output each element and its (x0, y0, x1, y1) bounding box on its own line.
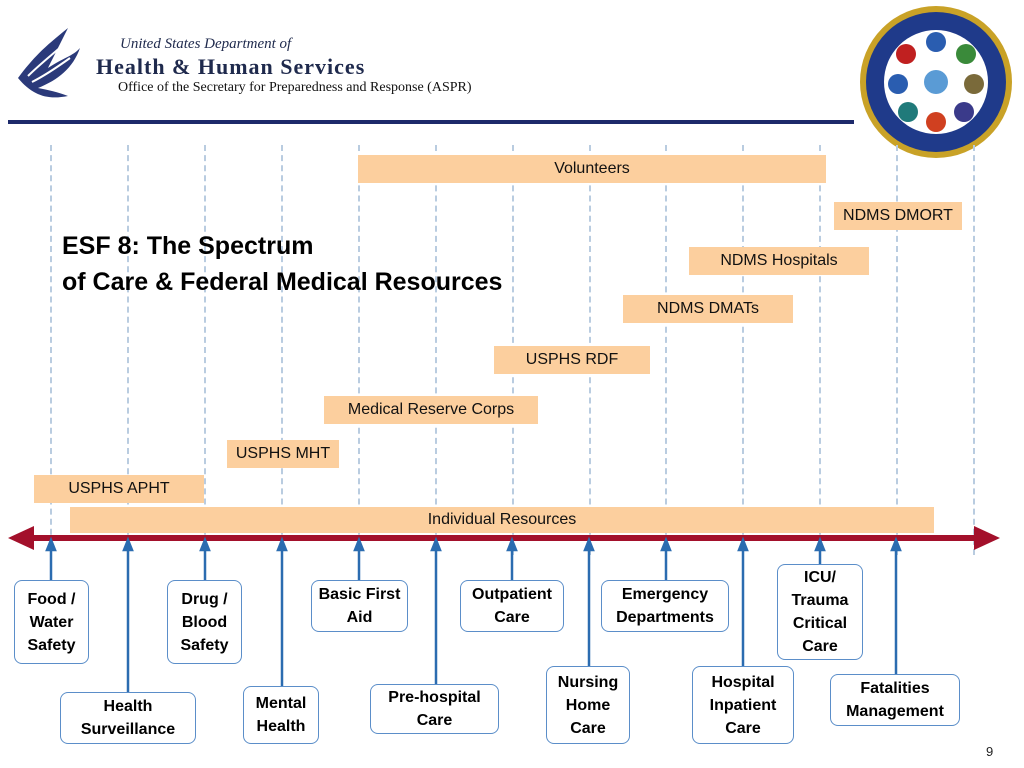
page-number: 9 (986, 744, 994, 759)
guide-line (127, 145, 129, 555)
connector-arrowhead (199, 536, 211, 552)
agency-name: Health & Human Services (96, 54, 366, 79)
care-box-prehospital-care: Pre-hospital Care (370, 684, 499, 734)
connector-arrowhead (814, 536, 826, 552)
volunteers-bar: Volunteers (358, 155, 826, 183)
ndms-dmort-bar: NDMS DMORT (834, 202, 962, 230)
connector-arrowhead (583, 536, 595, 552)
connector-arrowhead (506, 536, 518, 552)
title-line-2: of Care & Federal Medical Resources (62, 268, 503, 296)
connector-arrowhead (430, 536, 442, 552)
care-box-mental-health: Mental Health (243, 686, 319, 744)
usphs-apht-bar: USPHS APHT (34, 475, 204, 503)
guide-line (281, 145, 283, 555)
header-rule (8, 120, 854, 124)
department-line: United States Department of (120, 36, 292, 52)
slide-title: ESF 8: The Spectrum of Care & Federal Me… (62, 228, 502, 300)
connector-arrowhead (890, 536, 902, 552)
individual-resources-bar: Individual Resources (70, 507, 934, 533)
guide-line (50, 145, 52, 555)
medical-reserve-corps-bar: Medical Reserve Corps (324, 396, 538, 424)
ndms-hospitals-bar: NDMS Hospitals (689, 247, 869, 275)
connector-arrowhead (45, 536, 57, 552)
care-box-icu-trauma-critical-care: ICU/ Trauma Critical Care (777, 564, 863, 660)
guide-line (896, 145, 898, 555)
spectrum-arrow-left-head (8, 526, 34, 550)
care-box-drug-blood-safety: Drug / Blood Safety (167, 580, 242, 664)
guide-line (435, 145, 437, 555)
ndms-dmats-bar: NDMS DMATs (623, 295, 793, 323)
connector-arrowhead (122, 536, 134, 552)
spectrum-arrow-right-head (974, 526, 1000, 550)
guide-line (665, 145, 667, 555)
care-box-food-water-safety: Food / Water Safety (14, 580, 89, 664)
guide-line (819, 145, 821, 555)
usphs-mht-bar: USPHS MHT (227, 440, 339, 468)
care-box-emergency-departments: Emergency Departments (601, 580, 729, 632)
connector-arrowhead (737, 536, 749, 552)
care-box-outpatient-care: Outpatient Care (460, 580, 564, 632)
office-name: Office of the Secretary for Preparedness… (118, 80, 472, 95)
care-box-nursing-home-care: Nursing Home Care (546, 666, 630, 744)
care-box-fatalities-management: Fatalities Management (830, 674, 960, 726)
connector-arrowhead (660, 536, 672, 552)
hhs-eagle-logo (18, 28, 80, 98)
aspr-seal (860, 6, 1012, 158)
care-box-basic-first-aid: Basic First Aid (311, 580, 408, 632)
guide-line (204, 145, 206, 555)
title-line-1: ESF 8: The Spectrum (62, 232, 314, 260)
care-box-hospital-inpatient-care: Hospital Inpatient Care (692, 666, 794, 744)
guide-line (358, 145, 360, 555)
care-box-health-surveillance: Health Surveillance (60, 692, 196, 744)
guide-line (973, 145, 975, 555)
connector-arrowhead (353, 536, 365, 552)
usphs-rdf-bar: USPHS RDF (494, 346, 650, 374)
connector-arrowhead (276, 536, 288, 552)
guide-line (742, 145, 744, 555)
header: United States Department of Health & Hum… (0, 0, 1024, 158)
